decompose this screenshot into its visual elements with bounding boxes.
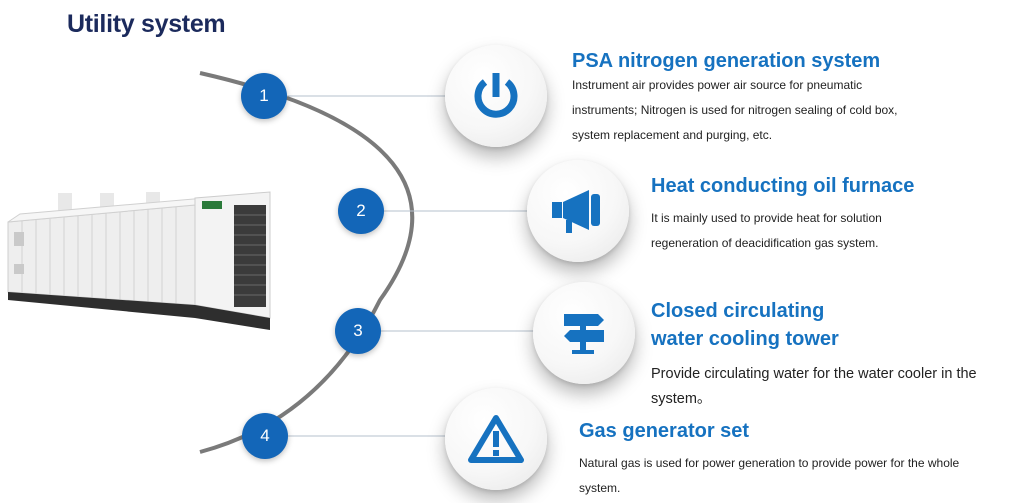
icon-disc-4 [445, 388, 547, 490]
item-title-3-line2: water cooling tower [651, 328, 839, 350]
icon-disc-3 [533, 282, 635, 384]
timeline-arc [199, 71, 415, 454]
step-number-2: 2 [338, 188, 384, 234]
item-title-3-line1: Closed circulating [651, 300, 825, 322]
megaphone-icon [552, 190, 600, 233]
item-title-4: Gas generator set [579, 420, 750, 442]
icon-disc-1 [445, 45, 547, 147]
item-title-1: PSA nitrogen generation system [572, 50, 881, 72]
item-description-3: Provide circulating water for the water … [651, 366, 977, 407]
item-description-1: Instrument air provides power air source… [572, 78, 898, 142]
container-illustration [7, 191, 271, 330]
icon-disc-2 [527, 160, 629, 262]
item-description-2: It is mainly used to provide heat for so… [651, 211, 882, 250]
item-description-4: Natural gas is used for power generation… [579, 456, 960, 495]
step-number-1: 1 [241, 73, 287, 119]
signpost-icon [564, 314, 604, 354]
item-title-2: Heat conducting oil furnace [651, 175, 915, 197]
step-number-4: 4 [242, 413, 288, 459]
step-number-3: 3 [335, 308, 381, 354]
power-icon [474, 73, 518, 118]
page-title: Utility system [67, 10, 226, 38]
warning-icon [468, 415, 524, 463]
